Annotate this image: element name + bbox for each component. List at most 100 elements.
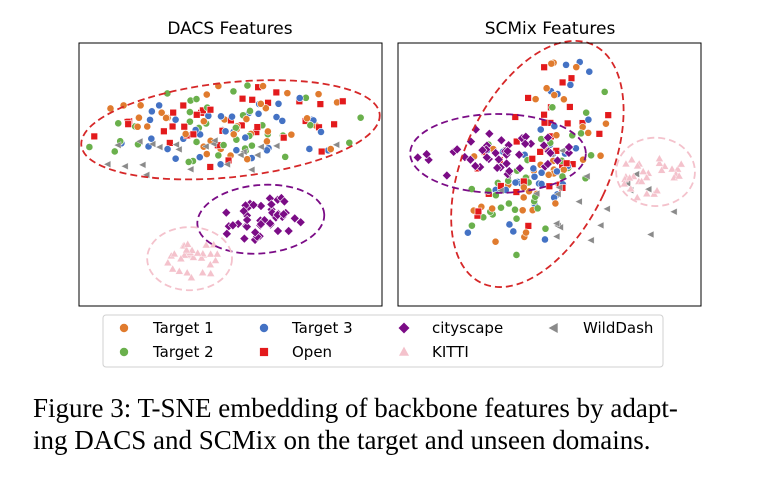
point-target1 [488,204,497,213]
point-target2 [512,214,521,223]
point-cityscape [514,149,525,160]
point-wilddash [236,151,245,159]
point-kitti [163,258,173,266]
point-cityscape [481,152,492,163]
legend-label-wilddash: WildDash [583,319,653,337]
scmix-panel-title: SCMix Features [485,19,616,39]
point-cityscape [477,145,488,156]
point-open [160,127,168,135]
point-target3 [505,220,514,229]
point-target2 [229,87,238,96]
point-cityscape [238,206,249,217]
point-target2 [541,224,550,233]
point-target2 [114,119,123,128]
point-wilddash [586,236,595,245]
point-cityscape [221,228,232,239]
point-kitti [201,240,211,249]
ellipse-cityscape [409,113,587,194]
point-wilddash [256,143,265,151]
point-target3 [572,144,580,153]
point-cityscape [283,225,294,237]
point-target3 [536,125,545,134]
scmix-ellipse-layer [409,40,696,288]
point-target1 [531,95,540,104]
point-cityscape [484,128,495,139]
point-target1 [263,137,271,146]
point-wilddash [596,221,605,230]
point-target2 [504,199,513,208]
point-kitti [626,184,636,193]
point-target1 [202,90,211,99]
point-target1 [202,150,211,158]
point-wilddash [644,185,652,194]
point-target2 [511,205,519,214]
point-wilddash [135,137,144,146]
legend-entry-target1: Target 1 [119,319,214,337]
point-target1 [551,199,560,208]
point-cityscape [502,146,513,157]
point-kitti [637,177,646,185]
point-kitti [182,268,192,276]
legend-frame [102,314,664,368]
point-open [206,106,215,114]
point-target3 [163,145,172,153]
point-target2 [582,108,591,117]
point-target3 [529,164,538,173]
point-wilddash [120,162,129,171]
caption-line-2: ing DACS and SCMix on the target and uns… [33,425,651,455]
point-open [511,113,519,121]
point-wilddash [186,165,195,174]
legend-marker-target2 [119,346,130,357]
point-target3 [228,112,236,121]
point-kitti [211,256,220,264]
point-wilddash [201,142,210,151]
point-cityscape [545,147,556,159]
point-open [317,147,326,156]
legend-marker-kitti [397,345,411,357]
dacs-points-layer [85,81,365,281]
point-open [238,94,247,103]
point-target3 [278,116,287,125]
point-cityscape [239,233,250,244]
point-wilddash [247,165,256,174]
point-target3 [511,178,520,187]
point-target2 [185,108,194,116]
point-open [540,63,548,71]
point-open [566,103,574,111]
point-kitti [657,165,667,174]
point-open [536,148,544,156]
point-kitti [638,167,648,175]
point-target1 [491,237,500,246]
point-target2 [219,141,228,149]
point-cityscape [538,140,549,151]
point-target3 [566,80,575,89]
point-cityscape [514,163,525,174]
point-cityscape [266,199,277,210]
point-cityscape [265,218,276,229]
point-target3 [241,133,250,142]
point-cityscape [248,199,259,210]
point-wilddash [222,160,231,169]
point-target1 [242,115,251,123]
point-target2 [184,158,193,166]
point-kitti [193,248,203,257]
point-target2 [192,95,201,103]
legend-label-target1: Target 1 [152,319,214,337]
point-target3 [254,109,263,118]
point-target3 [263,146,271,155]
point-cityscape [441,170,452,181]
point-cityscape [520,138,531,149]
point-target3 [317,128,325,136]
point-open [512,137,521,146]
point-wilddash [332,140,340,149]
point-wilddash [602,205,611,213]
point-open [474,207,483,216]
point-open [179,101,187,110]
point-wilddash [272,142,280,150]
point-target3 [195,153,204,162]
ellipse-all-targets [450,40,625,288]
point-cityscape [496,135,507,146]
point-open [558,78,567,87]
point-wilddash [582,172,591,181]
point-cityscape [542,158,553,170]
